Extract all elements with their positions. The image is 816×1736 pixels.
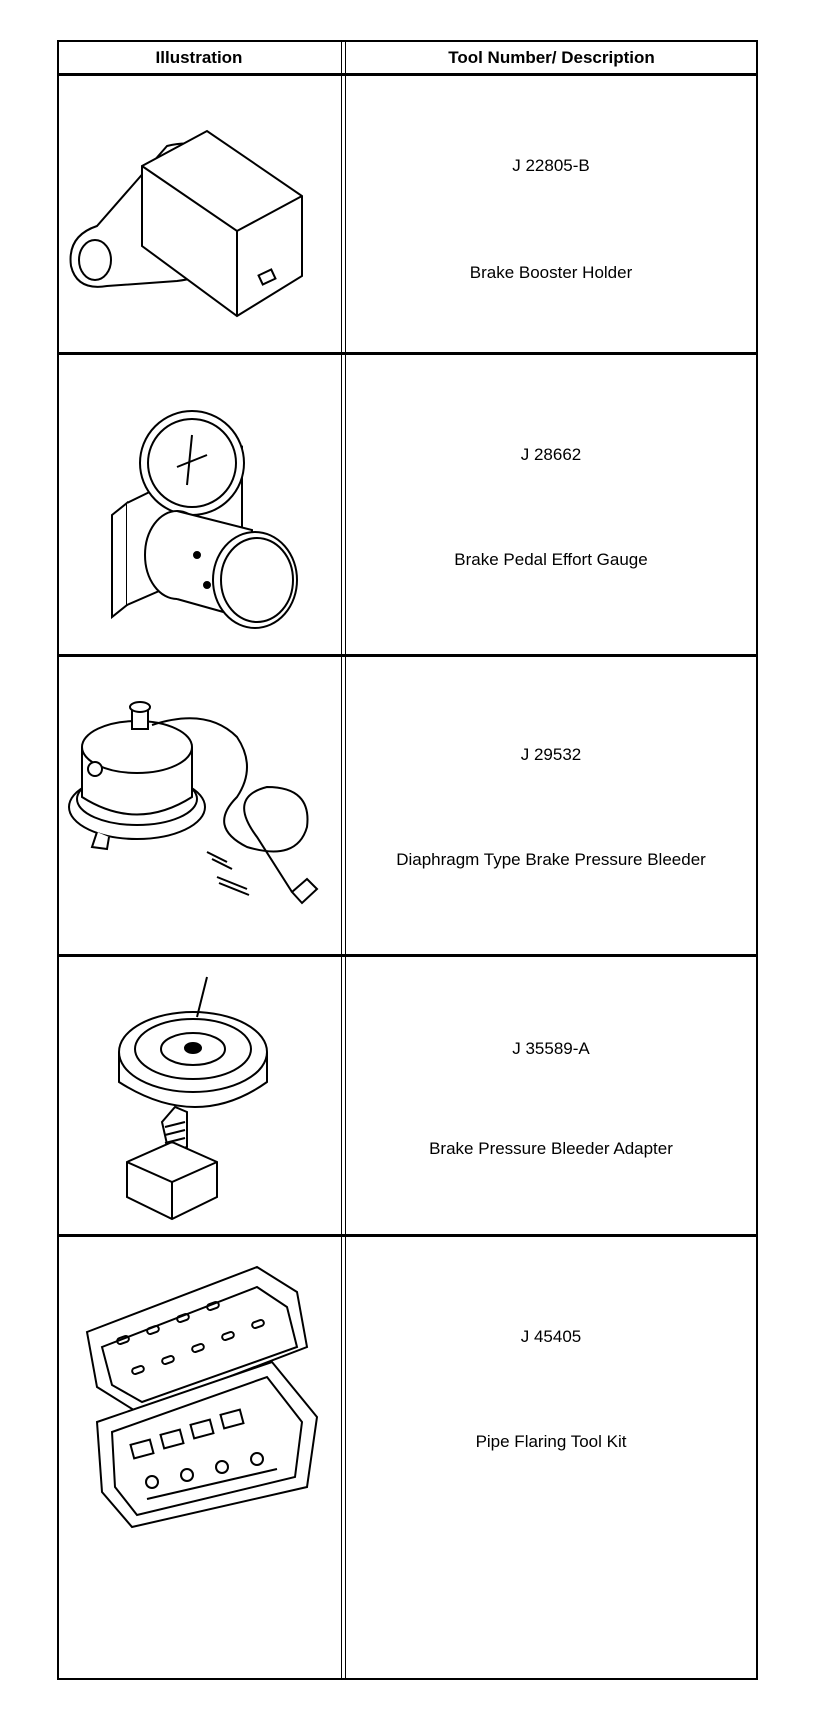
table-row: J 45405 Pipe Flaring Tool Kit bbox=[344, 1237, 758, 1680]
tool-description: Brake Booster Holder bbox=[469, 263, 633, 282]
tool-description: Diaphragm Type Brake Pressure Bleeder bbox=[396, 850, 706, 869]
column-divider bbox=[345, 40, 346, 1680]
brake-booster-holder-illustration bbox=[57, 76, 341, 352]
table-row: J 35589-A Brake Pressure Bleeder Adapter bbox=[344, 957, 758, 1234]
pipe-flaring-kit-illustration bbox=[57, 1237, 341, 1537]
tool-description: Brake Pressure Bleeder Adapter bbox=[429, 1139, 673, 1158]
tool-description: Brake Pedal Effort Gauge bbox=[454, 550, 648, 569]
tool-number: J 29532 bbox=[520, 745, 582, 764]
tools-table: Illustration Tool Number/ Description J … bbox=[57, 40, 758, 1680]
tool-description: Pipe Flaring Tool Kit bbox=[475, 1432, 627, 1451]
header-tool-number: Tool Number/ Description bbox=[448, 48, 655, 67]
row-divider bbox=[57, 1234, 758, 1237]
brake-pedal-effort-gauge-illustration bbox=[57, 355, 341, 654]
column-divider bbox=[341, 40, 342, 1680]
row-divider bbox=[57, 352, 758, 355]
row-divider bbox=[57, 954, 758, 957]
pressure-bleeder-illustration bbox=[57, 657, 341, 954]
table-row: J 29532 Diaphragm Type Brake Pressure Bl… bbox=[344, 657, 758, 954]
row-divider bbox=[57, 654, 758, 657]
header-illustration: Illustration bbox=[155, 48, 243, 67]
row-divider bbox=[57, 73, 758, 76]
tool-number: J 35589-A bbox=[512, 1039, 590, 1058]
table-row: J 28662 Brake Pedal Effort Gauge bbox=[344, 355, 758, 654]
tool-number: J 28662 bbox=[520, 445, 582, 464]
tool-number: J 45405 bbox=[520, 1327, 582, 1346]
bleeder-adapter-illustration bbox=[57, 957, 341, 1234]
tool-number: J 22805-B bbox=[512, 156, 590, 175]
table-frame bbox=[57, 40, 758, 1680]
table-row: J 22805-B Brake Booster Holder bbox=[344, 76, 758, 352]
